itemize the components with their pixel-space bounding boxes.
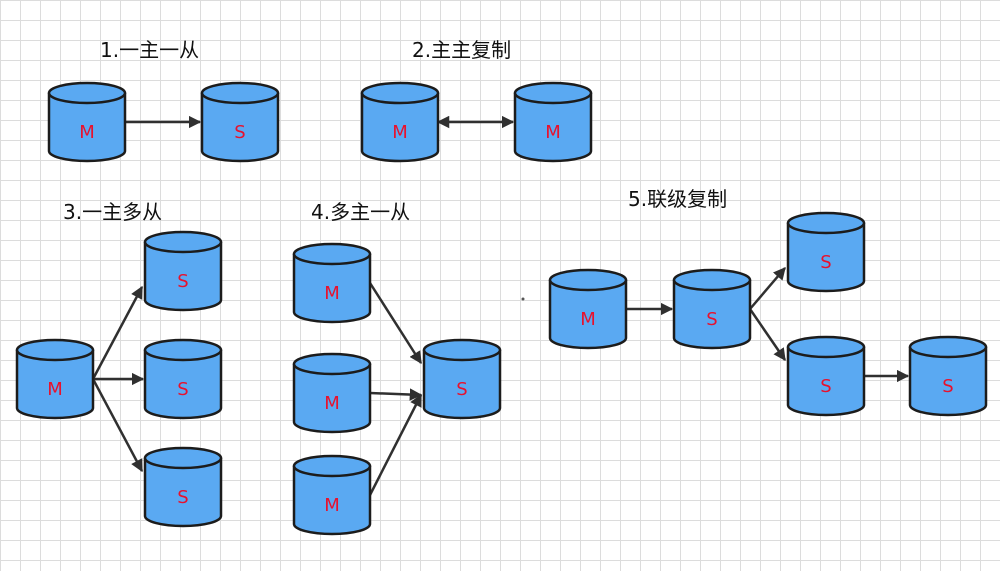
slave-database-node[interactable]: S (143, 230, 223, 312)
replication-arrow-m4b-to-s4 (369, 388, 423, 401)
database-node-label: S (234, 122, 245, 143)
database-cylinder-body (786, 347, 866, 417)
database-cylinder-top (143, 338, 223, 362)
section-4-title: 4.多主一从 (311, 200, 410, 224)
database-node-label: S (456, 379, 467, 400)
edges-layer (91, 115, 910, 496)
database-node-label: S (177, 271, 188, 292)
database-cylinder-body (292, 364, 372, 434)
slave-database-node[interactable]: S (786, 335, 866, 417)
master-database-node[interactable]: M (47, 81, 127, 163)
master-database-node[interactable]: M (548, 268, 628, 350)
database-node-label: S (942, 376, 953, 397)
master-database-node[interactable]: M (15, 338, 95, 420)
database-node-label: M (324, 393, 340, 414)
database-cylinder-top (786, 211, 866, 235)
nodes-layer: M S M M M S S S M M M S M S S S S (15, 81, 988, 536)
master-database-node[interactable]: M (360, 81, 440, 163)
database-cylinder-top (513, 81, 593, 105)
database-node-label: M (545, 122, 561, 143)
database-node-label: M (324, 495, 340, 516)
database-node-label: M (392, 122, 408, 143)
database-cylinder-body (292, 254, 372, 324)
database-cylinder-body (47, 93, 127, 163)
master-database-node[interactable]: M (513, 81, 593, 163)
section-1-title: 1.一主一从 (100, 38, 199, 62)
database-node-label: M (79, 122, 95, 143)
database-node-label: S (706, 309, 717, 330)
database-cylinder-top (15, 338, 95, 362)
database-cylinder-body (200, 93, 280, 163)
slave-database-node[interactable]: S (908, 335, 988, 417)
master-database-node[interactable]: M (292, 352, 372, 434)
database-cylinder-body (292, 466, 372, 536)
database-cylinder-top (672, 268, 752, 292)
database-cylinder-top (143, 446, 223, 470)
database-node-label: S (177, 487, 188, 508)
database-cylinder-body (548, 280, 628, 350)
database-cylinder-body (143, 242, 223, 312)
database-cylinder-top (200, 81, 280, 105)
database-cylinder-body (908, 347, 988, 417)
replication-arrow-m3-to-s3c (91, 378, 144, 473)
database-cylinder-body (513, 93, 593, 163)
database-node-label: M (47, 379, 63, 400)
database-cylinder-top (908, 335, 988, 359)
database-cylinder-top (292, 352, 372, 376)
database-cylinder-body (143, 350, 223, 420)
database-node-label: S (177, 379, 188, 400)
database-cylinder-top (548, 268, 628, 292)
replication-arrow-s5a-to-s5c (748, 308, 787, 362)
slave-database-node[interactable]: S (143, 338, 223, 420)
database-cylinder-top (422, 338, 502, 362)
database-cylinder-body (143, 458, 223, 528)
titles-layer: 1.一主一从 2.主主复制 3.一主多从 4.多主一从 5.联级复制 (63, 38, 727, 224)
master-database-node[interactable]: M (292, 454, 372, 536)
replication-arrow-m3-to-s3a (91, 285, 144, 380)
replication-arrow-s5a-to-s5b (749, 267, 786, 310)
database-cylinder-top (47, 81, 127, 105)
stray-dot-mark (521, 297, 525, 301)
replication-arrow-m4a-to-s4 (368, 282, 423, 365)
slave-database-node[interactable]: S (200, 81, 280, 163)
database-node-label: M (324, 283, 340, 304)
database-node-label: M (580, 309, 596, 330)
database-node-label: S (820, 376, 831, 397)
database-cylinder-top (786, 335, 866, 359)
database-cylinder-top (292, 242, 372, 266)
database-cylinder-body (786, 223, 866, 293)
section-3-title: 3.一主多从 (63, 200, 162, 224)
slave-database-node[interactable]: S (422, 338, 502, 420)
section-2-title: 2.主主复制 (412, 38, 511, 62)
database-cylinder-body (672, 280, 752, 350)
replication-arrow-m4c-to-s4 (368, 393, 423, 496)
database-cylinder-body (360, 93, 440, 163)
slave-database-node[interactable]: S (143, 446, 223, 528)
slave-database-node[interactable]: S (786, 211, 866, 293)
database-cylinder-top (292, 454, 372, 478)
section-5-title: 5.联级复制 (628, 187, 727, 211)
database-cylinder-body (15, 350, 95, 420)
database-node-label: S (820, 252, 831, 273)
master-database-node[interactable]: M (292, 242, 372, 324)
database-cylinder-top (143, 230, 223, 254)
database-cylinder-top (360, 81, 440, 105)
database-cylinder-body (422, 350, 502, 420)
slave-database-node[interactable]: S (672, 268, 752, 350)
